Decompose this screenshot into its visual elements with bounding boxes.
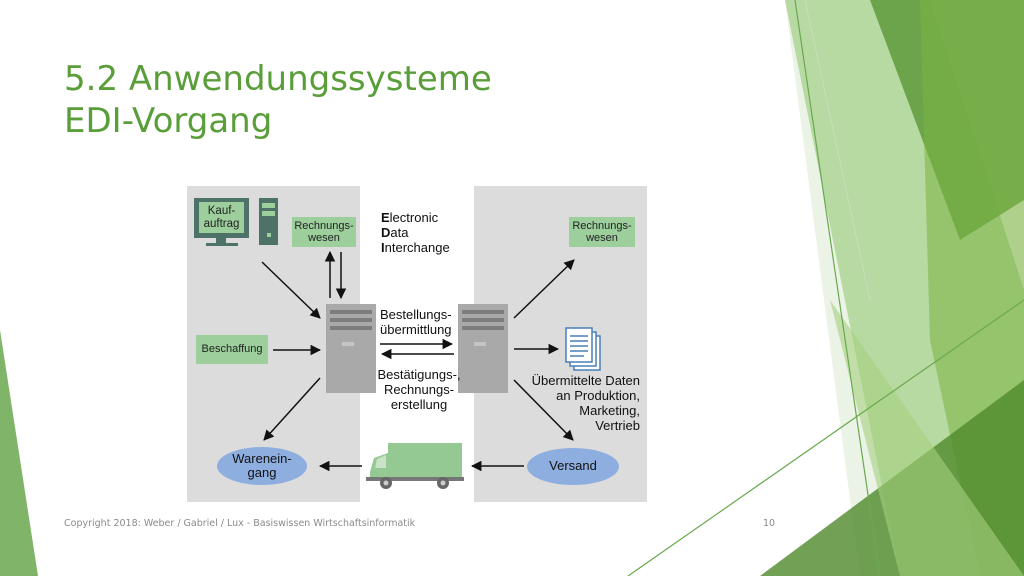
computer-tower-icon [259, 198, 278, 245]
document-stack-icon [565, 327, 601, 371]
edi-label: Electronic Data Interchange [381, 210, 450, 255]
server-icon-left [326, 304, 376, 393]
arrow-server-to-wareneingang [263, 377, 321, 441]
rechnungswesen-left-box: Rechnungs- wesen [292, 217, 356, 247]
wareneingang-oval: Warenein- gang [217, 447, 307, 485]
arrow-server-to-rechnung-right [513, 259, 575, 319]
arrows [261, 250, 575, 472]
server-icon-right [458, 304, 508, 393]
beschaffung-box: Beschaffung [196, 335, 268, 364]
truck-icon [366, 443, 464, 489]
bestaetigung-label: Bestätigungs-, Rechnungs- erstellung [377, 367, 461, 412]
versand-oval: Versand [527, 448, 619, 485]
title-line-1: 5.2 Anwendungssysteme [64, 59, 492, 99]
copyright-text: Copyright 2018: Weber / Gabriel / Lux - … [64, 518, 416, 529]
page-number: 10 [763, 518, 776, 529]
arrow-server-to-versand [513, 379, 574, 441]
arrow-kauf-to-server [261, 261, 321, 319]
bestellungsuebermittlung-label: Bestellungs- übermittlung [380, 307, 452, 337]
rechnungswesen-right-box: Rechnungs- wesen [569, 217, 635, 247]
slide-title: 5.2 Anwendungssysteme EDI-Vorgang [64, 58, 492, 142]
uebermittelte-daten-label: Übermittelte Daten an Produktion, Market… [531, 373, 640, 433]
title-line-2: EDI-Vorgang [64, 101, 273, 141]
computer-monitor-icon [194, 198, 249, 246]
kaufauftrag-label: Kauf- auftrag [203, 204, 240, 230]
